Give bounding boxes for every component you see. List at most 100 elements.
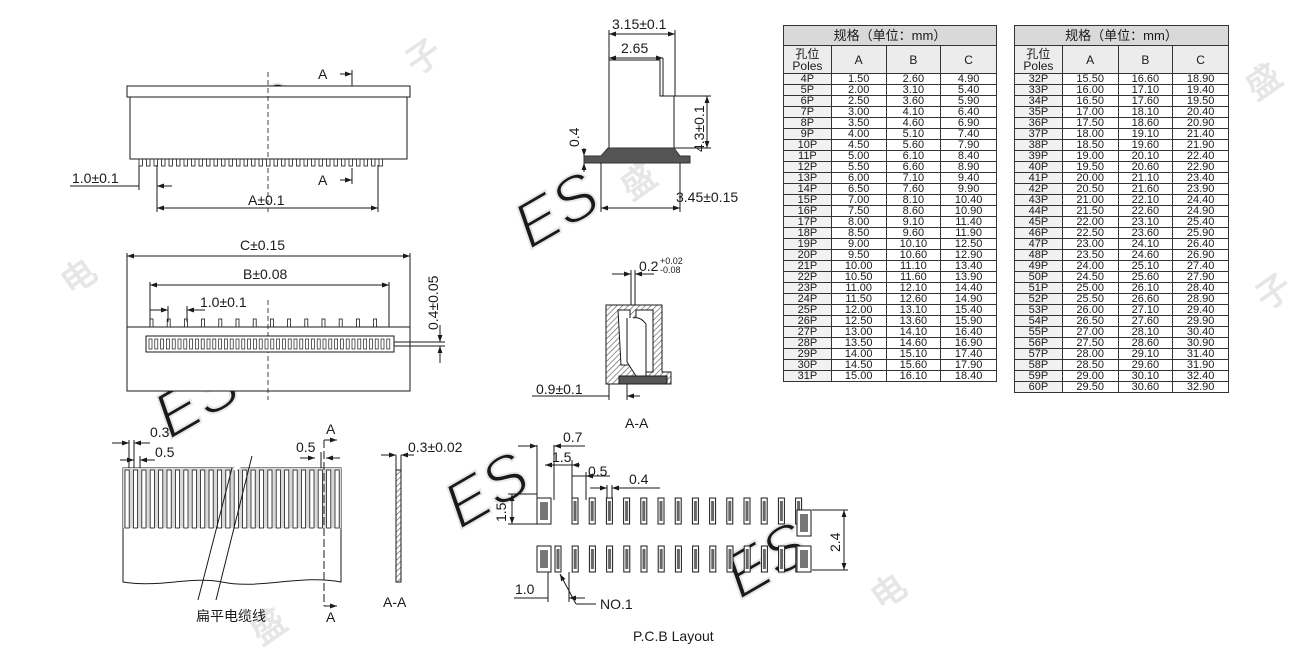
pin [303,158,308,167]
b-cell: 24.10 [1117,238,1174,250]
poles-cell: 52P [1014,293,1063,305]
conductor [326,469,332,529]
pad-inner [659,549,663,569]
slot [287,338,292,350]
anchor-pad-inner [540,550,548,568]
poles-cell: 29P [783,348,832,360]
poles-cell: 25P [783,304,832,316]
c-cell: 6.40 [940,106,997,118]
pin [146,158,151,167]
cable-section-mark-bottom: A [326,609,336,625]
poles-cell: 38P [1014,139,1063,151]
c-cell: 24.40 [1172,194,1229,206]
anchor-pad-inner [800,514,808,532]
poles-cell: 16P [783,205,832,217]
pad-inner [625,549,629,569]
a-cell: 27.50 [1061,337,1119,349]
b-cell: 2.60 [885,73,942,85]
a-cell: 12.50 [830,315,887,327]
contact [252,318,257,328]
c-cell: 12.90 [940,249,997,261]
side-view-section-mark-top: A [318,66,328,82]
col-a-header: A [830,45,887,74]
slot [229,338,234,350]
c-cell: 27.90 [1172,271,1229,283]
poles-cell: 45P [1014,216,1063,228]
pad-inner [659,501,663,521]
conductor [250,469,256,529]
poles-cell: 40P [1014,161,1063,173]
pad-inner [642,501,646,521]
anchor-pad-inner [800,550,808,568]
cable-section-label: A-A [383,594,407,610]
slot [160,338,164,350]
conductor [183,469,189,529]
c-cell: 4.90 [940,73,997,85]
contact [321,318,326,328]
slot [218,338,222,350]
a-cell: 7.00 [830,194,887,206]
slot [258,338,263,350]
contact [355,318,360,328]
b-cell: 6.10 [885,150,942,162]
slot [311,338,315,350]
a-cell: 15.00 [830,370,887,382]
b-cell: 25.10 [1117,260,1174,272]
pcb-dim-0-7: 0.7 [563,429,583,445]
b-cell: 12.60 [885,293,942,305]
c-cell: 21.40 [1172,128,1229,140]
c-cell: 8.90 [940,161,997,173]
pin [183,158,188,167]
pad-inner [728,549,732,569]
c-cell: 32.40 [1172,370,1229,382]
b-cell: 26.60 [1117,293,1174,305]
a-cell: 21.00 [1061,194,1119,206]
spec-table-title: 规格（单位：mm） [783,25,997,46]
c-cell: 20.90 [1172,117,1229,129]
poles-cell: 50P [1014,271,1063,283]
poles-cell: 58P [1014,359,1063,371]
pad-inner [762,501,766,521]
cable-section-dim-thickness: 0.3±0.02 [408,439,463,455]
a-cell: 27.00 [1061,326,1119,338]
c-cell: 29.90 [1172,315,1229,327]
col-a-header: A [1061,45,1119,74]
a-cell: 7.50 [830,205,887,217]
pad-inner [745,501,749,521]
conductor [149,469,155,529]
conductor [158,469,164,529]
b-cell: 11.60 [885,271,942,283]
side-view [70,70,411,212]
a-cell: 8.50 [830,227,887,239]
conductor [242,469,248,529]
b-cell: 16.60 [1117,73,1174,85]
slot [380,338,385,350]
poles-cell: 13P [783,172,832,184]
slot [264,338,269,350]
c-cell: 23.40 [1172,172,1229,184]
pin [281,158,286,167]
poles-cell: 55P [1014,326,1063,338]
poles-cell: 30P [783,359,832,371]
c-cell: 27.40 [1172,260,1229,272]
c-cell: 15.90 [940,315,997,327]
a-cell: 10.50 [830,271,887,283]
slot [374,338,379,350]
c-cell: 15.40 [940,304,997,316]
a-cell: 5.50 [830,161,887,173]
conductor [284,469,290,529]
pad-inner [607,501,611,521]
slot [316,338,321,350]
